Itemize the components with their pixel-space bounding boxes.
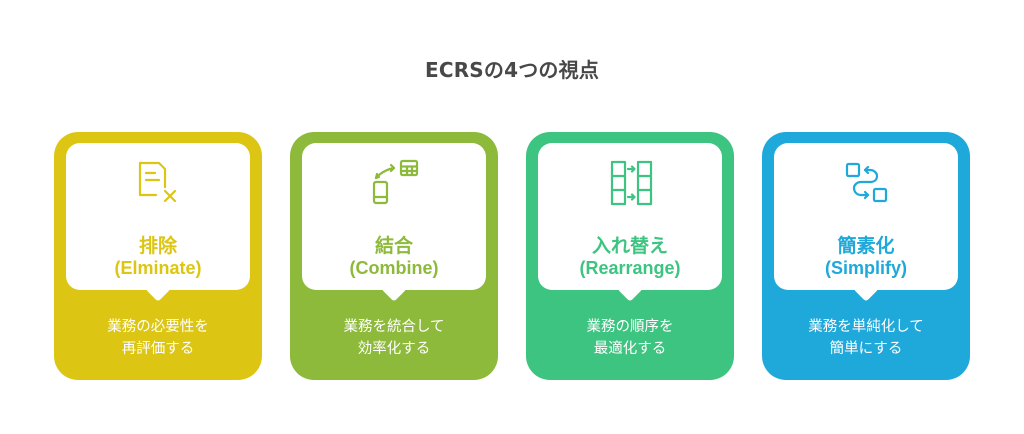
card-description: 業務を統合して 効率化する	[343, 319, 445, 357]
card-name-jp: 結合	[374, 235, 413, 257]
card-header-box: 排除 (Elminate)	[66, 143, 250, 302]
card-name-jp: 簡素化	[837, 235, 895, 257]
diagram-title: ECRSの4つの視点	[424, 58, 600, 82]
card-name-jp: 入れ替え	[591, 235, 668, 257]
document-delete-icon	[132, 157, 184, 209]
card-rearrange: 入れ替え (Rearrange) 業務の順序を 最適化する	[526, 132, 734, 380]
flow-simplify-icon	[840, 157, 892, 209]
card-description: 業務の順序を 最適化する	[586, 319, 674, 357]
card-name-jp: 排除	[138, 235, 177, 257]
card-combine: 結合 (Combine) 業務を統合して 効率化する	[290, 132, 498, 380]
card-name-en: (Rearrange)	[579, 258, 681, 278]
card-name-en: (Simplify)	[824, 258, 907, 278]
phone-table-exchange-icon	[368, 157, 420, 209]
card-name-en: (Combine)	[349, 258, 439, 278]
pointer-arrow	[617, 276, 643, 302]
pointer-arrow	[381, 276, 407, 302]
card-header-box: 簡素化 (Simplify)	[774, 143, 958, 302]
card-name-en: (Elminate)	[114, 258, 202, 278]
card-description: 業務を単純化して 簡単にする	[808, 319, 924, 357]
columns-rearrange-icon	[604, 157, 656, 209]
card-simplify: 簡素化 (Simplify) 業務を単純化して 簡単にする	[762, 132, 970, 380]
pointer-arrow	[853, 276, 879, 302]
card-header-box: 結合 (Combine)	[302, 143, 486, 302]
card-header-box: 入れ替え (Rearrange)	[538, 143, 722, 302]
card-eliminate: 排除 (Elminate) 業務の必要性を 再評価する	[54, 132, 262, 380]
pointer-arrow	[145, 276, 171, 302]
card-description: 業務の必要性を 再評価する	[107, 319, 209, 357]
